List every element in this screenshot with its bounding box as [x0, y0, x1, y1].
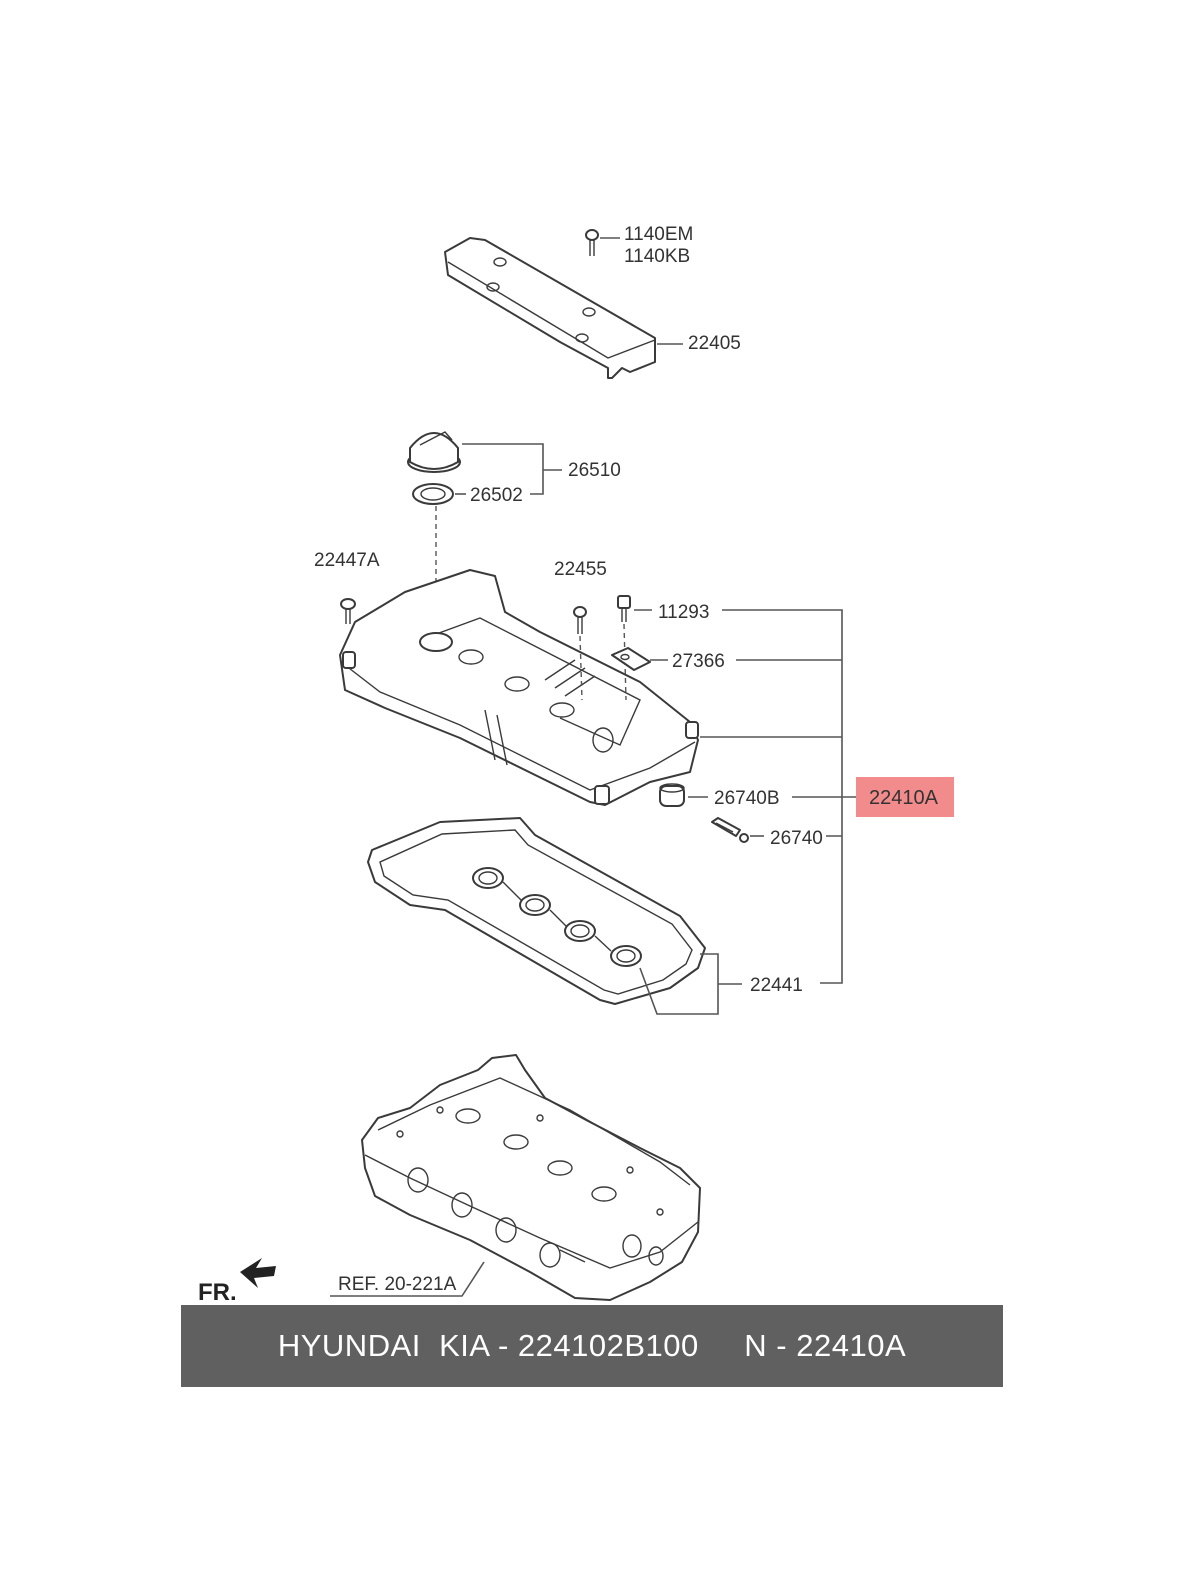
bolt-22455-icon	[573, 606, 587, 634]
bolt-1140em-icon	[585, 229, 599, 256]
label-22455: 22455	[554, 559, 607, 580]
bolt-22455-axis	[579, 635, 583, 701]
leader-26510	[462, 443, 562, 495]
label-22441: 22441	[750, 975, 803, 996]
label-22405: 22405	[688, 333, 741, 354]
label-1140kb: 1140KB	[624, 246, 690, 267]
front-arrow-icon	[240, 1258, 276, 1288]
leader-22441	[639, 953, 742, 1015]
label-27366: 27366	[672, 651, 725, 672]
pcv-valve-26740-icon	[711, 817, 749, 843]
highlight-box	[856, 777, 954, 817]
label-26502: 26502	[470, 485, 523, 506]
highlight-22410a: 22410A	[856, 777, 954, 817]
label-11293: 11293	[658, 602, 709, 623]
front-label: FR.	[198, 1279, 237, 1306]
oil-filler-cap	[407, 431, 461, 473]
oil-cap-gasket	[412, 483, 454, 505]
leader-ref	[330, 1261, 485, 1297]
label-22447a: 22447A	[314, 550, 380, 571]
valve-cover-gasket	[367, 817, 706, 1005]
label-26510: 26510	[568, 460, 621, 481]
cylinder-head-reference	[361, 1054, 701, 1301]
bolt-22447a-icon	[340, 598, 356, 624]
label-26740b: 26740B	[714, 788, 780, 809]
label-ref: REF. 20-221A	[338, 1274, 457, 1295]
part-number-footer: HYUNDAI KIA - 224102B100 N - 22410A	[181, 1305, 1003, 1387]
grommet-26740b-icon	[659, 783, 685, 807]
label-22410a: 22410A	[869, 787, 939, 809]
valve-cover	[339, 569, 699, 806]
engine-cover-plate	[444, 237, 656, 379]
bolt-11293-icon	[617, 595, 631, 622]
footer-text: HYUNDAI KIA - 224102B100 N - 22410A	[277, 1328, 907, 1363]
bracket-27366-icon	[611, 647, 651, 671]
label-1140em: 1140EM	[624, 224, 693, 245]
label-26740: 26740	[770, 828, 823, 849]
